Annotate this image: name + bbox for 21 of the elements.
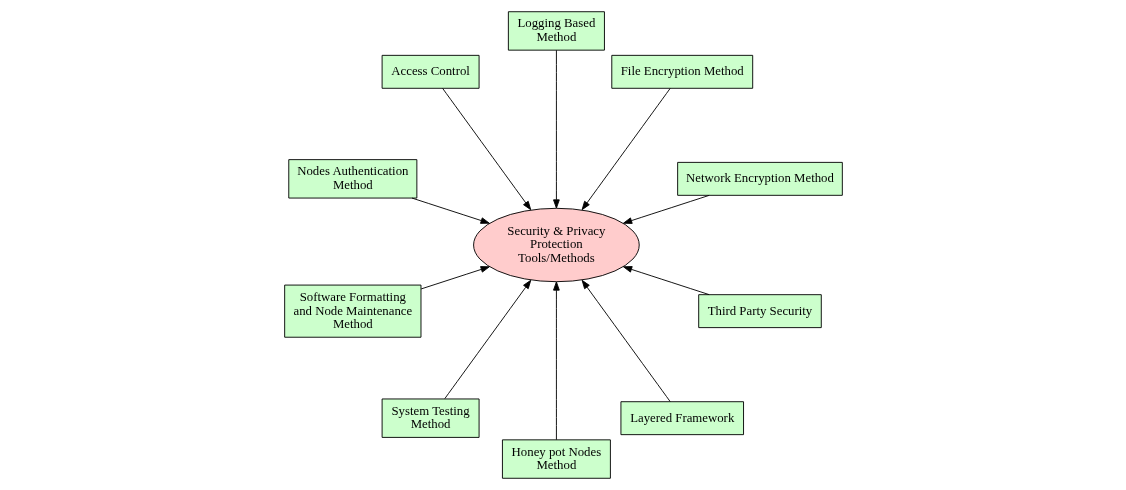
node-box: Layered Framework (619, 401, 744, 436)
arrow (552, 49, 560, 209)
node-box: Logging Based Method (507, 11, 605, 51)
arrow (622, 194, 710, 224)
node-box: Third Party Security (697, 294, 822, 329)
arrow (411, 197, 490, 224)
arrow (443, 279, 531, 400)
node-box: Nodes Authentication Method (287, 159, 417, 199)
node-box: Network Encryption Method (676, 161, 843, 196)
arrow (552, 281, 560, 441)
node-box: Honey pot Nodes Method (501, 439, 611, 479)
arrow (441, 87, 531, 211)
arrow (581, 279, 671, 403)
node-box: Access Control (381, 54, 480, 89)
arrow (581, 87, 671, 211)
node-box: Software Formatting and Node Maintenance Method (283, 284, 421, 338)
node-ellipse: Security & Privacy Protection Tools/Methods (472, 207, 640, 283)
arrow (622, 266, 710, 296)
arrow (420, 266, 490, 290)
node-box: System Testing Method (381, 398, 480, 438)
node-box: File Encryption Method (610, 54, 753, 89)
